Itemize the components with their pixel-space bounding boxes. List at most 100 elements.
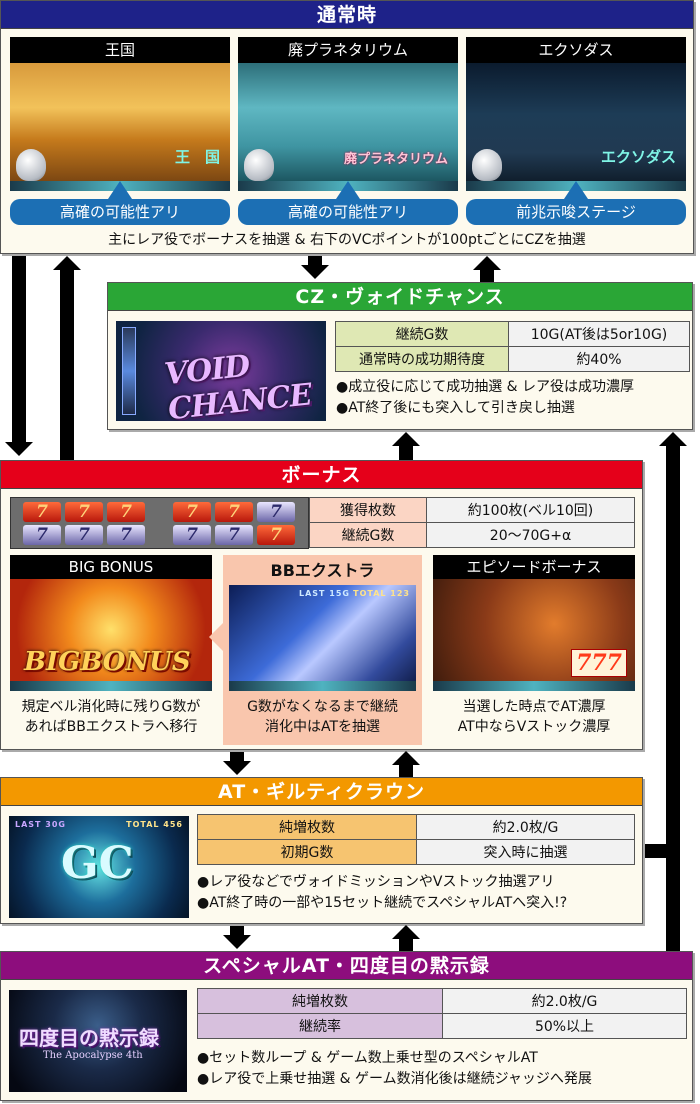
void-chance-image: VOID CHANCE	[116, 321, 326, 421]
robot-icon	[244, 149, 274, 181]
at-title: AT・ギルティクラウン	[1, 778, 642, 806]
table-row: 純増枚数 約2.0枚/G	[197, 988, 687, 1014]
arrow-down-icon	[223, 935, 251, 949]
at-spec-table: 純増枚数 約2.0枚/G 初期G数 突入時に抽選	[197, 814, 635, 865]
spec-value: 10G(AT後は5or10G)	[508, 321, 690, 347]
desc-line: 規定ベル消化時に残りG数が	[21, 699, 201, 715]
desc-line: AT中ならVストック濃厚	[457, 719, 611, 735]
bb-extra-card: BBエクストラ LAST 15G TOTAL 123 G数がなくなるまで継続 消…	[209, 555, 422, 745]
bonus-reels: 7 7 7 7 7 7 7 7 7 7 7 7	[10, 497, 309, 549]
stage-overlay-label: 王 国	[174, 148, 220, 166]
arrow-down-icon	[301, 265, 329, 279]
episode-bonus-image: 777	[433, 579, 635, 691]
spec-key: 継続G数	[335, 321, 509, 347]
arrow-bonus-to-normal	[60, 270, 74, 460]
arrow-up-icon	[659, 432, 687, 446]
hud-total: TOTAL 123	[353, 589, 410, 598]
table-row: 獲得枚数 約100枚(ベル10回)	[309, 497, 635, 523]
spec-value: 20〜70G+α	[426, 522, 635, 548]
big-bonus-card: BIG BONUS BIGBONUS 規定ベル消化時に残りG数が あればBBエク…	[10, 555, 212, 737]
arrow-bonus-to-cz	[399, 446, 413, 460]
stage-title: 廃プラネタリウム	[238, 37, 458, 63]
stage-image-planetarium: 廃プラネタリウム	[238, 63, 458, 191]
episode-bonus-title: エピソードボーナス	[433, 555, 635, 579]
apocalypse-image: 四度目の黙示録 The Apocalypse 4th	[9, 990, 187, 1092]
stage-tag: 高確の可能性アリ	[10, 181, 230, 225]
hud-last: LAST 15G	[299, 589, 350, 598]
blue-seven-icon: 7	[173, 525, 211, 545]
bullet-item: ●レア役などでヴォイドミッションやVストック抽選アリ	[197, 874, 555, 890]
bb-extra-desc: G数がなくなるまで継続 消化中はATを抽選	[229, 697, 416, 737]
stage-card-kingdom: 王国 王 国 高確の可能性アリ	[10, 37, 230, 225]
spec-key: 通常時の成功期待度	[335, 346, 509, 372]
spec-key: 純増枚数	[197, 814, 417, 840]
cz-spec-table: 継続G数 10G(AT後は5or10G) 通常時の成功期待度 約40%	[335, 321, 690, 372]
spec-value: 約2.0枚/G	[442, 988, 687, 1014]
bb-extra-image: LAST 15G TOTAL 123	[229, 585, 416, 691]
hud-total: TOTAL 456	[126, 820, 183, 829]
arrow-up-icon	[392, 925, 420, 939]
blue-seven-icon: 7	[257, 502, 295, 522]
desc-line: 当選した時点でAT濃厚	[462, 699, 606, 715]
stage-image-kingdom: 王 国	[10, 63, 230, 191]
stage-card-exodus: エクソダス エクソダス 前兆示唆ステージ	[466, 37, 686, 225]
special-title: スペシャルAT・四度目の黙示録	[1, 952, 692, 980]
at-bullets: ●レア役などでヴォイドミッションやVストック抽選アリ ●AT終了時の一部や15セ…	[197, 872, 567, 914]
table-row: 継続率 50%以上	[197, 1013, 687, 1039]
red-seven-icon: 7	[107, 502, 145, 522]
apocalypse-logo: 四度目の黙示録	[19, 1026, 159, 1050]
arrow-down-icon	[223, 761, 251, 775]
cz-bullets: ●成立役に応じて成功抽選 & レア役は成功濃厚 ●AT終了後にも突入して引き戻し…	[336, 377, 634, 419]
stage-overlay-label: エクソダス	[600, 148, 676, 166]
spec-key: 獲得枚数	[309, 497, 427, 523]
spec-value: 約2.0枚/G	[416, 814, 635, 840]
red-seven-icon: 7	[215, 502, 253, 522]
gauge-icon	[122, 327, 136, 415]
episode-bonus-card: エピソードボーナス 777 当選した時点でAT濃厚 AT中ならVストック濃厚	[433, 555, 635, 737]
normal-note: 主にレア役でボーナスを抽選 & 右下のVCポイントが100ptごとにCZを抽選	[108, 232, 586, 248]
bullet-item: ●セット数ループ & ゲーム数上乗せ型のスペシャルAT	[197, 1050, 538, 1066]
stage-card-planetarium: 廃プラネタリウム 廃プラネタリウム 高確の可能性アリ	[238, 37, 458, 225]
arrow-up-icon	[473, 256, 501, 270]
hud-bar	[229, 681, 416, 691]
desc-line: 消化中はATを抽選	[264, 719, 381, 735]
desc-line: あればBBエクストラへ移行	[24, 719, 198, 735]
arrow-down-icon	[5, 442, 33, 456]
stage-tag: 前兆示唆ステージ	[466, 181, 686, 225]
arrow-normal-to-cz	[308, 256, 322, 266]
spec-value: 突入時に抽選	[416, 839, 635, 865]
apocalypse-subtitle: The Apocalypse 4th	[43, 1050, 143, 1061]
guilty-crown-image: LAST 30G TOTAL 456 GC	[9, 816, 189, 918]
cz-title: CZ・ヴォイドチャンス	[108, 283, 692, 311]
table-row: 継続G数 20〜70G+α	[309, 522, 635, 548]
hud-bar	[433, 681, 635, 691]
bonus-panel: ボーナス 7 7 7 7 7 7 7 7 7 7 7 7 獲得枚数 約100枚(…	[0, 460, 643, 750]
bonus-title: ボーナス	[1, 461, 642, 489]
hud-last: LAST 30G	[15, 820, 66, 829]
arrow-at-to-cz	[666, 446, 680, 951]
table-row: 継続G数 10G(AT後は5or10G)	[335, 321, 690, 347]
normal-title: 通常時	[1, 1, 693, 29]
arrow-cz-to-normal	[480, 268, 494, 282]
arrow-up-icon	[53, 256, 81, 270]
arrow-normal-to-bonus	[12, 256, 26, 444]
big-bonus-desc: 規定ベル消化時に残りG数が あればBBエクストラへ移行	[10, 697, 212, 737]
table-row: 通常時の成功期待度 約40%	[335, 346, 690, 372]
spec-value: 約40%	[508, 346, 690, 372]
pointer-icon	[209, 623, 223, 651]
arrow-up-icon	[392, 751, 420, 765]
episode-seven-logo: 777	[571, 649, 627, 677]
special-bullets: ●セット数ループ & ゲーム数上乗せ型のスペシャルAT ●レア役で上乗せ抽選 &…	[197, 1048, 592, 1090]
stage-tag: 高確の可能性アリ	[238, 181, 458, 225]
special-panel: スペシャルAT・四度目の黙示録 四度目の黙示録 The Apocalypse 4…	[0, 951, 693, 1101]
red-seven-icon: 7	[23, 502, 61, 522]
arrow-at-to-bonus	[399, 764, 413, 778]
stage-title: 王国	[10, 37, 230, 63]
arrow-at-connector	[636, 844, 668, 858]
arrow-up-icon	[392, 432, 420, 446]
bullet-item: ●AT終了後にも突入して引き戻し抽選	[336, 400, 575, 416]
blue-seven-icon: 7	[23, 525, 61, 545]
red-seven-icon: 7	[257, 525, 295, 545]
red-seven-icon: 7	[65, 502, 103, 522]
spec-key: 純増枚数	[197, 988, 443, 1014]
